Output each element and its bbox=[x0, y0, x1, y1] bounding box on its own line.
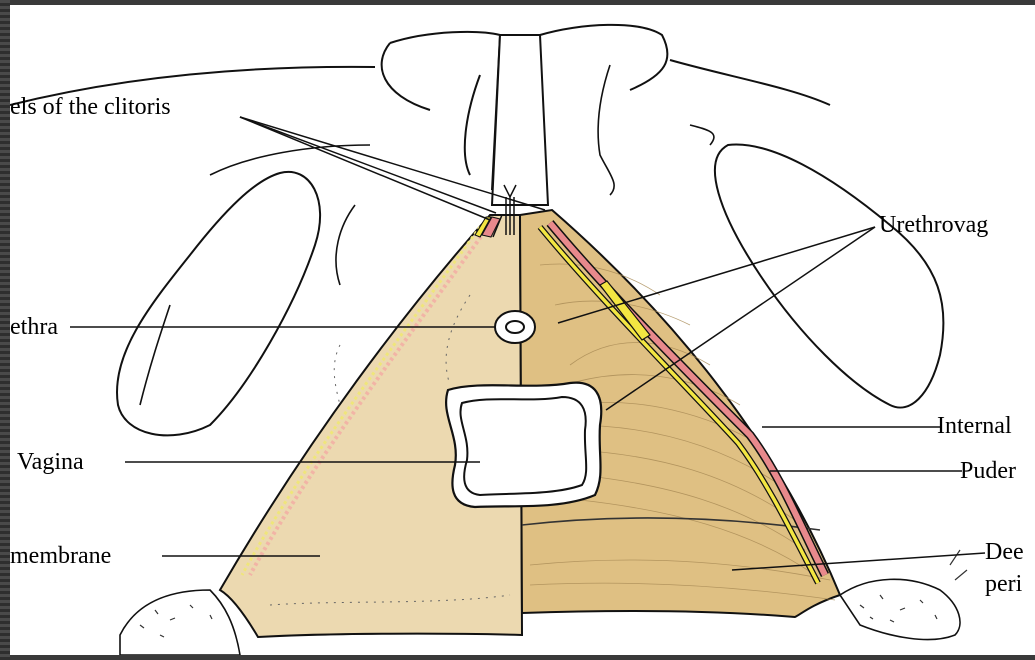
label-vessels-of-clitoris: els of the clitoris bbox=[10, 95, 171, 119]
urethra-lumen bbox=[506, 321, 524, 333]
ischial-tuberosity-left bbox=[120, 590, 240, 655]
label-perineal: peri bbox=[985, 572, 1022, 596]
obturator-foramen-right bbox=[715, 145, 944, 408]
label-internal-pudendal-artery: Internal bbox=[937, 414, 1012, 438]
frame-border-strip bbox=[0, 0, 10, 660]
label-pudendal-nerve: Puder bbox=[960, 459, 1016, 483]
vagina-inner bbox=[460, 397, 586, 495]
ramus-right bbox=[598, 65, 714, 195]
label-deep-transverse: Dee bbox=[985, 540, 1024, 564]
label-urethrovaginal-sphincter: Urethrovag bbox=[879, 213, 988, 237]
label-vagina: Vagina bbox=[17, 450, 84, 474]
diagram-canvas: els of the clitoris Urethrovag ethra Vag… bbox=[10, 5, 1035, 655]
label-urethra: ethra bbox=[10, 315, 58, 339]
obturator-foramen-left bbox=[117, 172, 320, 436]
label-perineal-membrane: membrane bbox=[10, 544, 111, 568]
symphysis-outline bbox=[492, 35, 548, 205]
